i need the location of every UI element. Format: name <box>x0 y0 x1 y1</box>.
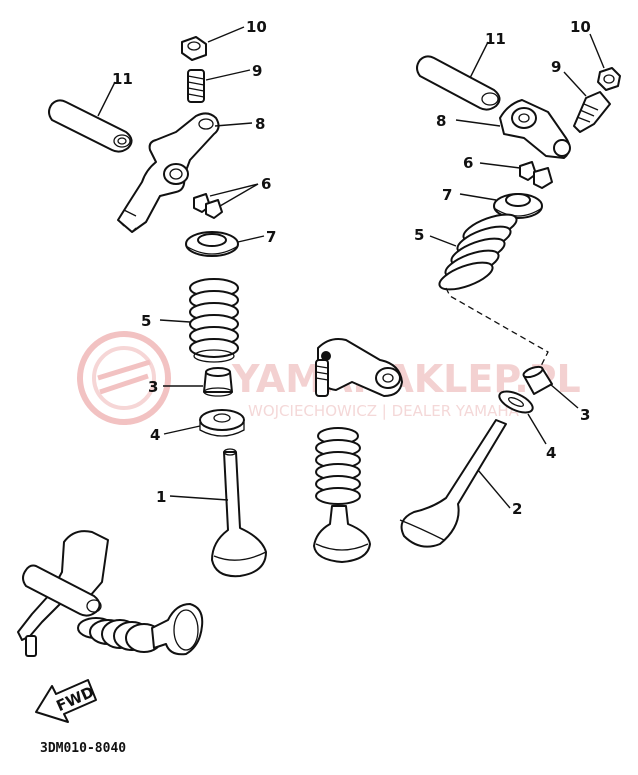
callout-left-9: 9 <box>252 62 262 80</box>
left-adjust-screw <box>187 69 205 103</box>
right-rocker-arm <box>499 99 571 159</box>
left-spring-retainer <box>185 231 239 257</box>
lower-rocker-assembly <box>17 530 109 657</box>
callout-right-4: 4 <box>546 444 556 462</box>
callout-right-11: 11 <box>485 30 506 48</box>
callout-right-10: 10 <box>570 18 591 36</box>
callout-right-6: 6 <box>463 154 473 172</box>
watermark: YAMAHAKLEP.PL WOJCIECHOWICZ | DEALER YAM… <box>77 331 581 425</box>
diagram-code: 3DM010-8040 <box>40 741 126 756</box>
left-valve-spring <box>189 278 239 363</box>
center-rocker-assembly <box>315 338 403 397</box>
center-spring-assembly <box>313 427 371 563</box>
right-spring-retainer <box>493 193 543 219</box>
callout-left-8: 8 <box>255 115 265 133</box>
right-spring-seat <box>498 390 534 414</box>
callout-left-7: 7 <box>266 228 276 246</box>
left-nut <box>181 36 207 61</box>
left-stem-seal <box>203 367 233 397</box>
callout-left-11: 11 <box>112 70 133 88</box>
callout-right-2: 2 <box>512 500 522 518</box>
callout-right-8: 8 <box>436 112 446 130</box>
lower-spring-assembly <box>77 603 204 656</box>
right-rocker-shaft <box>416 55 501 111</box>
right-adjust-screw <box>573 91 611 133</box>
left-rocker-arm <box>117 112 220 233</box>
callout-right-5: 5 <box>414 226 424 244</box>
left-spring-seat <box>199 409 245 437</box>
callout-right-7: 7 <box>442 186 452 204</box>
left-valve-cotters <box>193 193 223 219</box>
right-valve-spring <box>438 213 518 291</box>
callout-left-1: 1 <box>156 488 166 506</box>
right-valve-cotters <box>519 161 553 189</box>
right-stem-seal <box>522 365 553 395</box>
callout-left-10: 10 <box>246 18 267 36</box>
watermark-logo-icon <box>77 331 171 425</box>
left-rocker-shaft <box>48 99 133 153</box>
watermark-brand: YAMAHAKLEP.PL <box>231 357 581 401</box>
callout-left-6: 6 <box>261 175 271 193</box>
callout-left-3: 3 <box>148 378 158 396</box>
alignment-guide <box>445 287 549 369</box>
callout-left-4: 4 <box>150 426 160 444</box>
right-exhaust-valve <box>399 419 507 548</box>
callout-right-3: 3 <box>580 406 590 424</box>
fwd-arrow-icon: FWD <box>35 679 97 723</box>
callout-left-5: 5 <box>141 312 151 330</box>
callout-right-9: 9 <box>551 58 561 76</box>
watermark-subtitle: WOJCIECHOWICZ | DEALER YAMAHA <box>248 402 520 420</box>
left-intake-valve <box>211 448 267 578</box>
right-nut <box>597 67 621 91</box>
